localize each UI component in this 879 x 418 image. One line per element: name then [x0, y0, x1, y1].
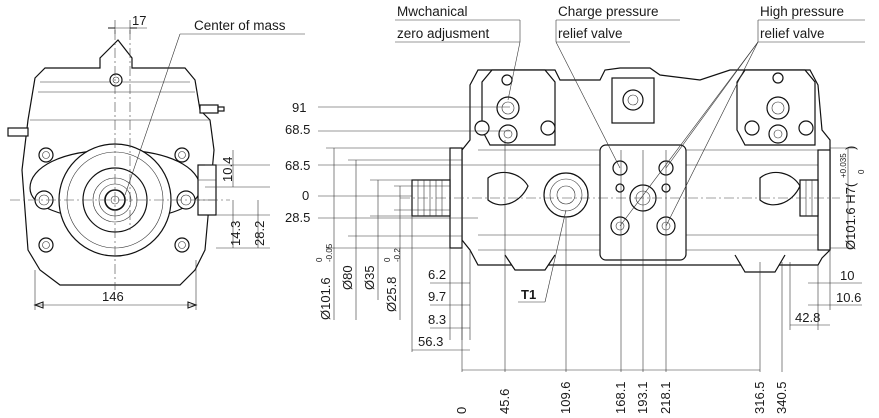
dim-146-label: 146 [102, 289, 124, 304]
bottom-axis-tick-label: 109.6 [558, 381, 573, 414]
port-t1-callout: T1 [521, 287, 536, 302]
dim-14-3-label: 14.3 [228, 221, 243, 246]
dim-6-2-label: 6.2 [428, 267, 446, 282]
dia-35-label: Ø35 [362, 265, 377, 290]
dia-25-8-label: Ø25.8 [384, 277, 399, 312]
bottom-axis-tick-label: 218.1 [658, 381, 673, 414]
dia-101-6-label: Ø101.6 [318, 277, 333, 320]
dim-17-label: 17 [132, 13, 146, 28]
dia-25-8-tol-lower: -0.2 [393, 248, 402, 262]
charge-callout-line2: relief valve [558, 26, 623, 41]
y-0-label: 0 [302, 188, 309, 203]
bottom-axis-tick-label: 45.6 [497, 389, 512, 414]
dia-80-label: Ø80 [340, 265, 355, 290]
high-callout-line2: relief valve [760, 26, 825, 41]
dim-9-7-label: 9.7 [428, 289, 446, 304]
dim-8-3-label: 8.3 [428, 312, 446, 327]
dia-101-6-tol-upper: 0 [315, 257, 324, 262]
bottom-axis-tick-label: 340.5 [774, 381, 789, 414]
center-of-mass-callout: Center of mass [194, 18, 286, 33]
bottom-axis-tick-label: 0 [454, 407, 469, 414]
bottom-axis-tick-label: 193.1 [635, 381, 650, 414]
mech-zero-callout-line1: Mwchanical [397, 4, 468, 19]
dia-101-6-tol-lower: -0.05 [325, 243, 334, 262]
y-68-5-label: 68.5 [285, 158, 310, 173]
y-91-label: 91 [292, 100, 306, 115]
side-view: 91 68.5 68.5 0 28.5 Ø101.6 0 -0.05 Ø80 Ø… [285, 4, 866, 414]
y-68-5-top-label: 68.5 [285, 122, 310, 137]
bottom-axis-tick-label: 316.5 [752, 381, 767, 414]
dim-10-label: 10 [840, 268, 854, 283]
dim-42-8-label: 42.8 [795, 310, 820, 325]
dim-10-4-label: 10.4 [220, 157, 235, 182]
high-callout-line1: High pressure [760, 4, 844, 19]
y-28-5-label: 28.5 [285, 210, 310, 225]
charge-callout-line1: Charge pressure [558, 4, 659, 19]
bottom-axis-tick-label: 168.1 [613, 381, 628, 414]
dim-10-6-label: 10.6 [836, 290, 861, 305]
h7-tol-lower: 0 [857, 169, 866, 174]
dim-28-2-label: 28.2 [252, 221, 267, 246]
mech-zero-callout-line2: zero adjusment [397, 26, 490, 41]
dia-101-6-h7-label: Ø101.6 H7( [843, 182, 858, 250]
h7-tol-close: ) [843, 146, 858, 150]
h7-tol-upper: +0.035 [839, 153, 848, 178]
bottom-axis-ticks: 0 45.6 109.6 168.1 193.1 218.1 316.5 340.5 [454, 140, 789, 414]
dia-25-8-tol-upper: 0 [383, 257, 392, 262]
dim-56-3-label: 56.3 [418, 334, 443, 349]
front-view: 17 Center of mass 146 10.4 14.3 28.2 [7, 13, 305, 310]
